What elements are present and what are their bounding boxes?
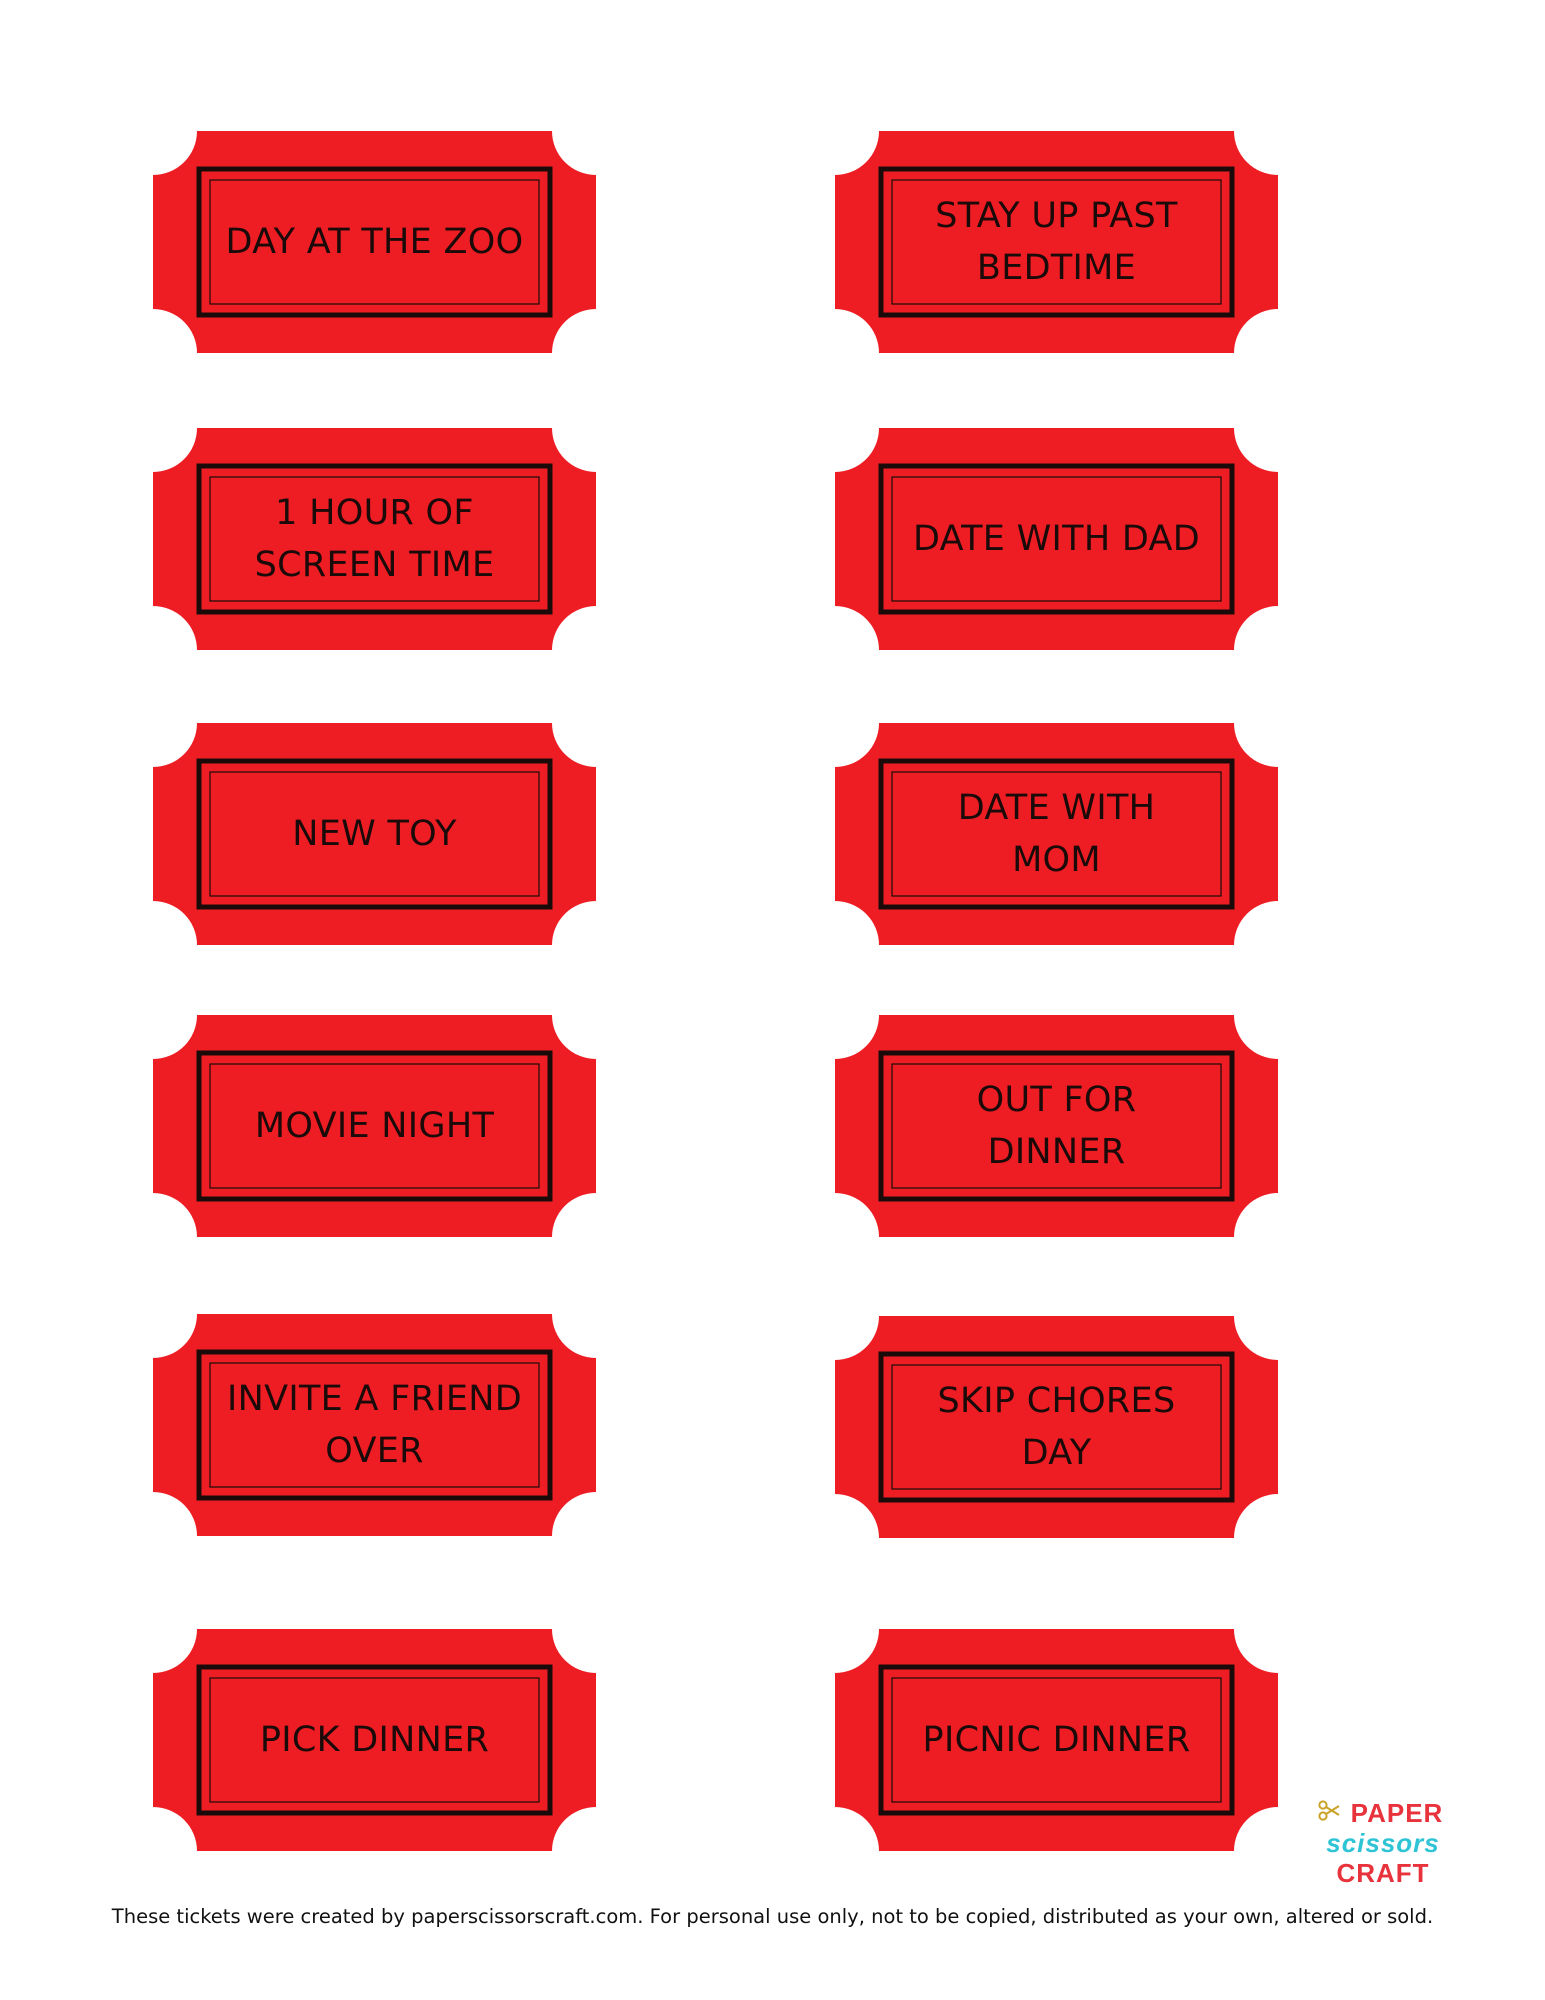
ticket-left-6: PICK DINNER (153, 1629, 596, 1851)
ticket-label-line-1: OUT FOR (976, 1080, 1137, 1120)
copyright-notice: These tickets were created by papersciss… (111, 1905, 1434, 1928)
ticket-left-5: INVITE A FRIEND OVER (153, 1314, 596, 1536)
ticket-right-5: SKIP CHORES DAY (835, 1316, 1278, 1538)
ticket-label: 1 HOUR OF SCREEN TIME (211, 478, 538, 600)
ticket-label: DATE WITH MOM (893, 773, 1220, 895)
ticket-right-2: DATE WITH DAD (835, 428, 1278, 650)
ticket-right-3: DATE WITH MOM (835, 723, 1278, 945)
ticket-label-line-2: DINNER (987, 1132, 1126, 1172)
ticket-left-2: 1 HOUR OF SCREEN TIME (153, 428, 596, 650)
paper-scissors-craft-logo: PAPER scissors CRAFT (1318, 1798, 1448, 1898)
ticket-label: PICNIC DINNER (893, 1679, 1220, 1801)
ticket-shape (153, 1015, 596, 1237)
logo-text-craft: CRAFT (1336, 1858, 1430, 1888)
ticket-label-line-1: SKIP CHORES (937, 1381, 1176, 1421)
ticket-label-line-1: DATE WITH (957, 788, 1156, 828)
ticket-label-line-1: INVITE A FRIEND (227, 1379, 522, 1419)
logo-text-paper: PAPER (1350, 1798, 1444, 1828)
ticket-shape (835, 1316, 1278, 1538)
ticket-shape (835, 1015, 1278, 1237)
ticket-label-line-2: BEDTIME (976, 248, 1137, 288)
ticket-shape (835, 723, 1278, 945)
ticket-right-6: PICNIC DINNER (835, 1629, 1278, 1851)
ticket-label: DATE WITH DAD (893, 478, 1220, 600)
ticket-right-1: STAY UP PAST BEDTIME (835, 131, 1278, 353)
ticket-label: PICK DINNER (211, 1679, 538, 1801)
logo-text-scissors: scissors (1326, 1828, 1440, 1858)
ticket-left-1: DAY AT THE ZOO (153, 131, 596, 353)
ticket-label-line-1: NEW TOY (292, 814, 457, 854)
ticket-right-4: OUT FOR DINNER (835, 1015, 1278, 1237)
ticket-label: NEW TOY (211, 773, 538, 895)
ticket-shape (153, 131, 596, 353)
ticket-shape (153, 1314, 596, 1536)
ticket-label: INVITE A FRIEND OVER (211, 1364, 538, 1486)
ticket-label: OUT FOR DINNER (893, 1065, 1220, 1187)
ticket-left-3: NEW TOY (153, 723, 596, 945)
ticket-label: STAY UP PAST BEDTIME (893, 181, 1220, 303)
ticket-label-line-1: DATE WITH DAD (912, 519, 1201, 559)
ticket-label-line-1: PICNIC DINNER (922, 1720, 1191, 1760)
ticket-label-line-2: SCREEN TIME (254, 545, 495, 585)
ticket-shape (153, 723, 596, 945)
ticket-label-line-1: DAY AT THE ZOO (225, 222, 524, 262)
ticket-left-4: MOVIE NIGHT (153, 1015, 596, 1237)
ticket-label: MOVIE NIGHT (211, 1065, 538, 1187)
ticket-shape (153, 428, 596, 650)
ticket-label-line-2: DAY (1021, 1433, 1092, 1473)
ticket-shape (835, 131, 1278, 353)
ticket-label-line-1: MOVIE NIGHT (254, 1106, 495, 1146)
scissors-icon (1318, 1800, 1340, 1821)
ticket-label: DAY AT THE ZOO (211, 181, 538, 303)
ticket-shape (835, 1629, 1278, 1851)
ticket-label-line-2: OVER (325, 1431, 424, 1471)
ticket-label-line-1: PICK DINNER (259, 1720, 490, 1760)
ticket-shape (835, 428, 1278, 650)
ticket-label-line-2: MOM (1012, 840, 1101, 880)
ticket-label-line-1: STAY UP PAST (935, 196, 1178, 236)
ticket-shape (153, 1629, 596, 1851)
ticket-label: SKIP CHORES DAY (893, 1366, 1220, 1488)
ticket-label-line-1: 1 HOUR OF (275, 493, 474, 533)
